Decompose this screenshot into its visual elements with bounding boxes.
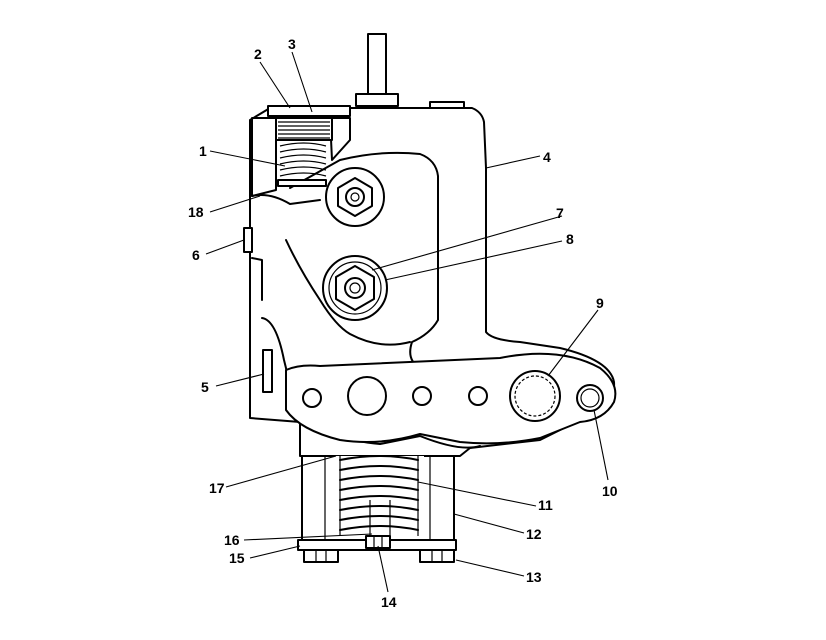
flange-hole-3: [412, 386, 432, 406]
callout-9: 9: [596, 295, 604, 311]
upper-spring-chamber: [251, 105, 351, 205]
lower-adjusting-nut: [322, 255, 388, 321]
callout-4: 4: [543, 149, 551, 165]
callout-5: 5: [201, 379, 209, 395]
upper-adjusting-nut: [325, 167, 385, 227]
housing-left-web: [285, 239, 411, 346]
callout-1: 1: [199, 143, 207, 159]
callout-18: 18: [188, 204, 204, 220]
leader-lines: [205, 51, 609, 593]
base-plate: [297, 535, 457, 563]
flange-hole-2: [347, 376, 387, 416]
callout-7: 7: [556, 205, 564, 221]
callout-labels: 1 2 3 4 5 6 7 8 9 10 11 12 13 14 15 16 1…: [188, 36, 618, 610]
callout-15: 15: [229, 550, 245, 566]
lower-spring: [334, 455, 424, 540]
callout-17: 17: [209, 480, 225, 496]
callout-11: 11: [538, 497, 553, 513]
flange-hole-4: [468, 386, 488, 406]
side-cover: [262, 349, 273, 393]
callout-13: 13: [526, 569, 542, 585]
callout-8: 8: [566, 231, 574, 247]
housing-inner-outline: [289, 151, 487, 369]
callout-3: 3: [288, 36, 296, 52]
callout-12: 12: [526, 526, 542, 542]
side-step: [251, 257, 263, 301]
callout-14: 14: [381, 594, 397, 610]
callout-16: 16: [224, 532, 240, 548]
top-shaft: [355, 33, 399, 107]
callout-6: 6: [192, 247, 200, 263]
flange-hole-1: [302, 388, 322, 408]
callout-2: 2: [254, 46, 262, 62]
lever-flange: [285, 352, 617, 445]
callout-10: 10: [602, 483, 618, 499]
side-stub: [243, 227, 253, 253]
bearing-9: [509, 370, 561, 422]
